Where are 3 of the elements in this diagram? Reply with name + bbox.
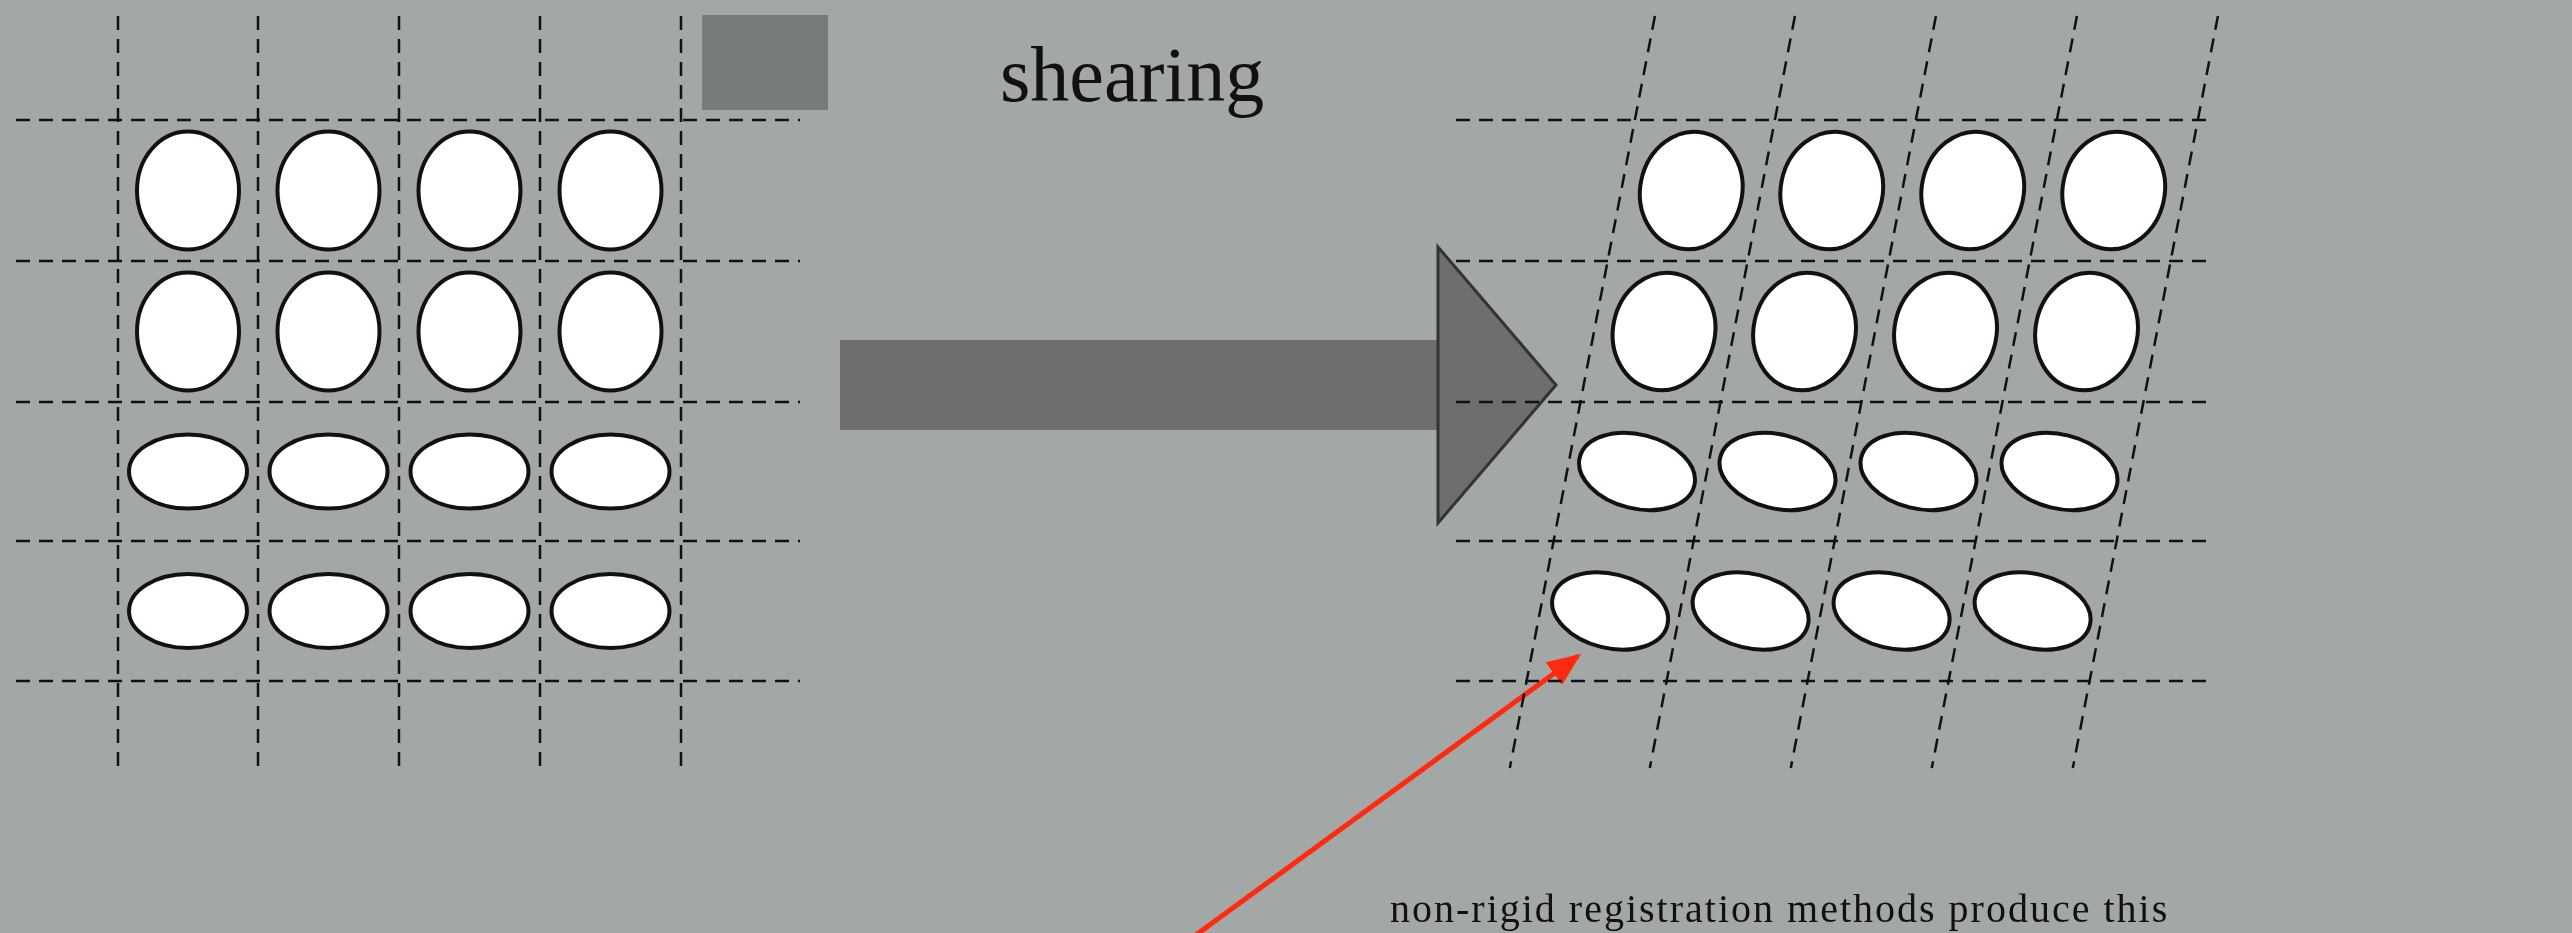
note-text: non-rigid registration methods produce this [1390,885,2170,932]
block-arrow [840,245,1558,525]
edge-label: shearing [1000,30,1265,120]
